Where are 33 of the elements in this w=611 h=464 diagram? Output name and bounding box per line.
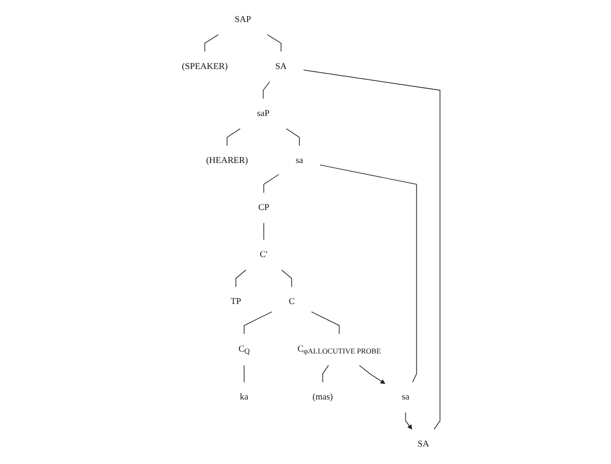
connector [244, 311, 272, 334]
node-text: (SPEAKER) [182, 62, 228, 72]
node-text: saP [256, 108, 270, 118]
connector [262, 81, 270, 99]
node-text: C [288, 296, 295, 306]
connector [235, 270, 246, 288]
connector [322, 365, 329, 383]
node-text: sa [402, 392, 410, 402]
node-text: (mas) [312, 392, 333, 402]
node-text: SAP [234, 14, 252, 24]
node-text: TP [230, 296, 242, 306]
connector [244, 365, 245, 383]
node-text: SA [418, 439, 430, 449]
connector [281, 270, 292, 288]
node-text: C′ [260, 250, 268, 260]
connector [226, 128, 241, 146]
connector [311, 311, 340, 334]
connector [320, 164, 417, 383]
node-text: ka [240, 392, 248, 402]
connector [286, 128, 300, 146]
node-text: C$_{φALLOCUTIVE PROBE}$ [297, 344, 381, 356]
arrow [358, 365, 386, 384]
connector [263, 174, 280, 194]
arrow [405, 412, 412, 430]
connector [303, 70, 440, 430]
node-text: CP [258, 202, 270, 212]
node-text: SA [275, 62, 287, 72]
connector [267, 34, 282, 52]
node-text: (HEARER) [206, 156, 248, 166]
node-text: C$_{Q}$ [238, 344, 250, 356]
connector [263, 222, 264, 240]
node-text: sa [296, 156, 304, 166]
connector [204, 34, 219, 52]
